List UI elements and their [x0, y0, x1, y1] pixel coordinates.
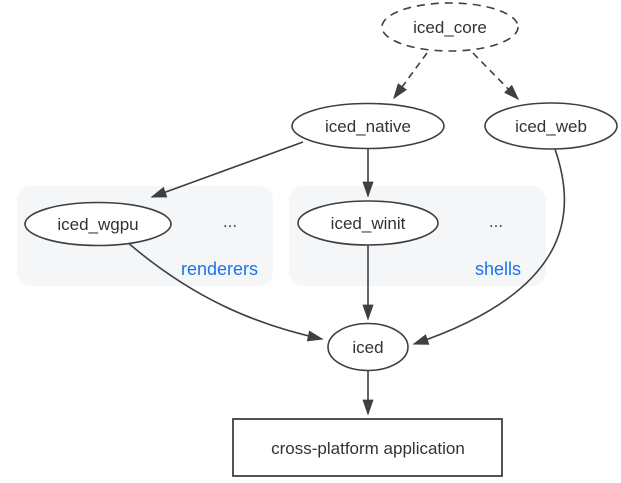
- node-iced-web: [484, 102, 618, 150]
- edge-wgpu-to-iced: [126, 241, 324, 342]
- node-iced-web-label: iced_web: [515, 117, 587, 136]
- node-iced-native: [291, 102, 445, 150]
- node-application: [232, 418, 503, 477]
- node-iced-native-label: iced_native: [325, 117, 411, 136]
- node-iced-core: [381, 2, 519, 52]
- renderers-group-label: renderers: [181, 259, 258, 279]
- node-application-label: cross-platform application: [271, 439, 465, 458]
- shells-ellipsis: ...: [489, 212, 503, 231]
- node-iced-core-label: iced_core: [413, 18, 487, 37]
- edge-core-to-native: [393, 52, 428, 100]
- node-iced-wgpu-label: iced_wgpu: [57, 215, 138, 234]
- edge-core-to-web: [472, 52, 520, 101]
- renderers-ellipsis: ...: [223, 212, 237, 231]
- node-iced-winit: [297, 200, 439, 246]
- node-iced-wgpu: [24, 201, 172, 247]
- node-iced: [327, 322, 409, 372]
- node-iced-label: iced: [352, 338, 383, 357]
- shells-group-label: shells: [475, 259, 521, 279]
- node-iced-winit-label: iced_winit: [331, 214, 406, 233]
- edge-native-to-wgpu: [150, 141, 304, 198]
- edge-web-to-iced: [412, 148, 566, 345]
